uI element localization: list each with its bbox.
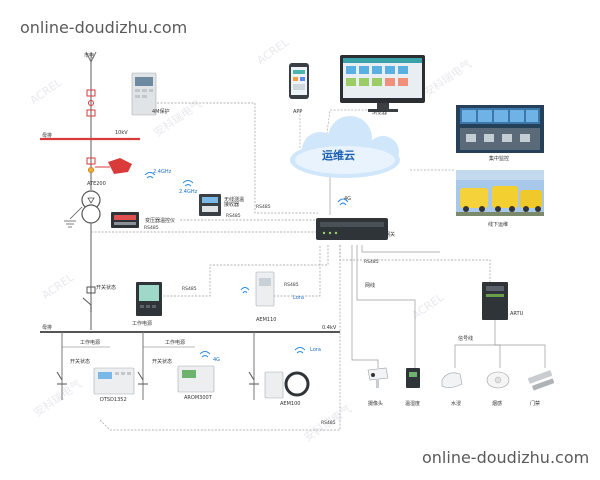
wifi-icon [144,172,156,179]
branch2-switch-label: 开关状态 [152,359,173,365]
smoke-detector-icon [486,371,510,389]
switch-icon [137,371,148,385]
transformer-monitor-label: 变压器温控仪 [145,218,176,224]
wifi-icon [199,351,211,358]
switch-icon [248,371,259,385]
gateway-label: 网关 [385,232,396,238]
branch1-power-label: 工作电源 [80,340,101,346]
breaker-icon [86,157,96,165]
switch-state-label: 开关状态 [96,285,117,291]
wifi-icon [182,180,194,187]
door-sensor-icon [527,370,555,391]
wireless-freq-label-2: 2.4GHz [179,189,198,195]
working-power-label: 工作电源 [132,321,153,327]
current-transformer-icon [284,371,310,397]
ground-line [69,206,83,220]
branch1-switch-label: 开关状态 [70,359,91,365]
smoke-label: 烟感 [492,401,503,407]
central-monitor-label: 集中监控 [489,156,510,162]
lora-label-2: Lora [310,347,321,353]
wireless-freq-label: 2.4GHz [153,169,172,175]
rs485-label: RS485 [321,421,336,426]
branch1-device-label: DTSD1352 [100,397,127,403]
central-monitor-photo [456,105,544,153]
rs485-label: RS485 [144,226,159,231]
rs485-label: RS485 [226,214,241,219]
bus-label-10kv: 母排 [42,133,53,139]
network-lines [329,175,546,368]
ate200-label: ATE200 [87,181,106,187]
signal-4g-label: 4G [213,357,221,363]
transformer-icon [81,204,101,224]
offline-ops-label: 线下运维 [488,222,509,228]
camera-icon [367,367,389,388]
protection-label: 4M保护 [152,109,170,115]
branch2-power-label: 工作电源 [165,340,186,346]
wifi-icon [294,347,306,354]
branch3-device-label: AEM100 [280,401,301,407]
gateway-4g-label: 4G [344,196,352,202]
rs485-label: RS485 [284,283,299,288]
water-sensor-icon [441,372,463,388]
cloud-title: 运维云 [322,149,355,162]
watermark-top: online-doudizhu.com [10,10,198,45]
switch-icon [88,100,94,106]
dtsd1352-device [93,367,135,395]
switch-icon [56,371,67,385]
breaker-icon [86,286,96,294]
bus-label-04kv: 母排 [42,325,53,331]
app-label: APP [293,109,303,115]
bus-04kv-label: 0.4kV [322,325,337,331]
humidity-sensor-icon [406,368,420,388]
fuse-icon [88,167,94,173]
rs485-label: RS485 [182,287,197,292]
aem100-device [264,371,284,399]
water-label: 水浸 [451,401,462,407]
branch2-device-label: AROM300T [184,395,212,401]
lora-label: Lora [293,295,304,301]
voltage-10kv-label: 10kV [115,130,128,136]
rs485-label: RS485 [364,260,379,265]
watermark-bottom: online-doudizhu.com [412,440,600,475]
cloud-icon [290,116,400,178]
gateway-device [316,218,388,240]
camera-label: 摄像头 [368,401,384,407]
door-label: 门禁 [530,401,541,407]
offline-ops-photo [456,170,544,216]
rs485-links [91,102,491,431]
signal-line-label: 信号线 [458,336,474,342]
browser-label: 浏览器 [372,110,388,116]
antenna-icon [85,51,97,64]
rs485-label: RS485 [256,205,271,210]
ground-icon [64,220,76,228]
temp-sensor-icon [108,158,132,174]
city-power-label: 市电 [84,53,95,59]
switch-icon [82,297,92,312]
wifi-icon [240,287,250,294]
artu-device [482,282,508,320]
arom300t-device [177,365,215,393]
aem110-label: AEM110 [256,317,277,323]
network-label: 网线 [365,283,376,289]
wireless-receiver-label: 无线测温 接收器 [224,197,245,208]
artu-label: ARTU [510,311,524,317]
humidity-label: 温湿度 [405,401,421,407]
aem110-device [255,271,275,307]
breaker-icon [86,109,96,117]
wifi-icon [337,198,349,206]
breaker-icon [86,89,96,97]
